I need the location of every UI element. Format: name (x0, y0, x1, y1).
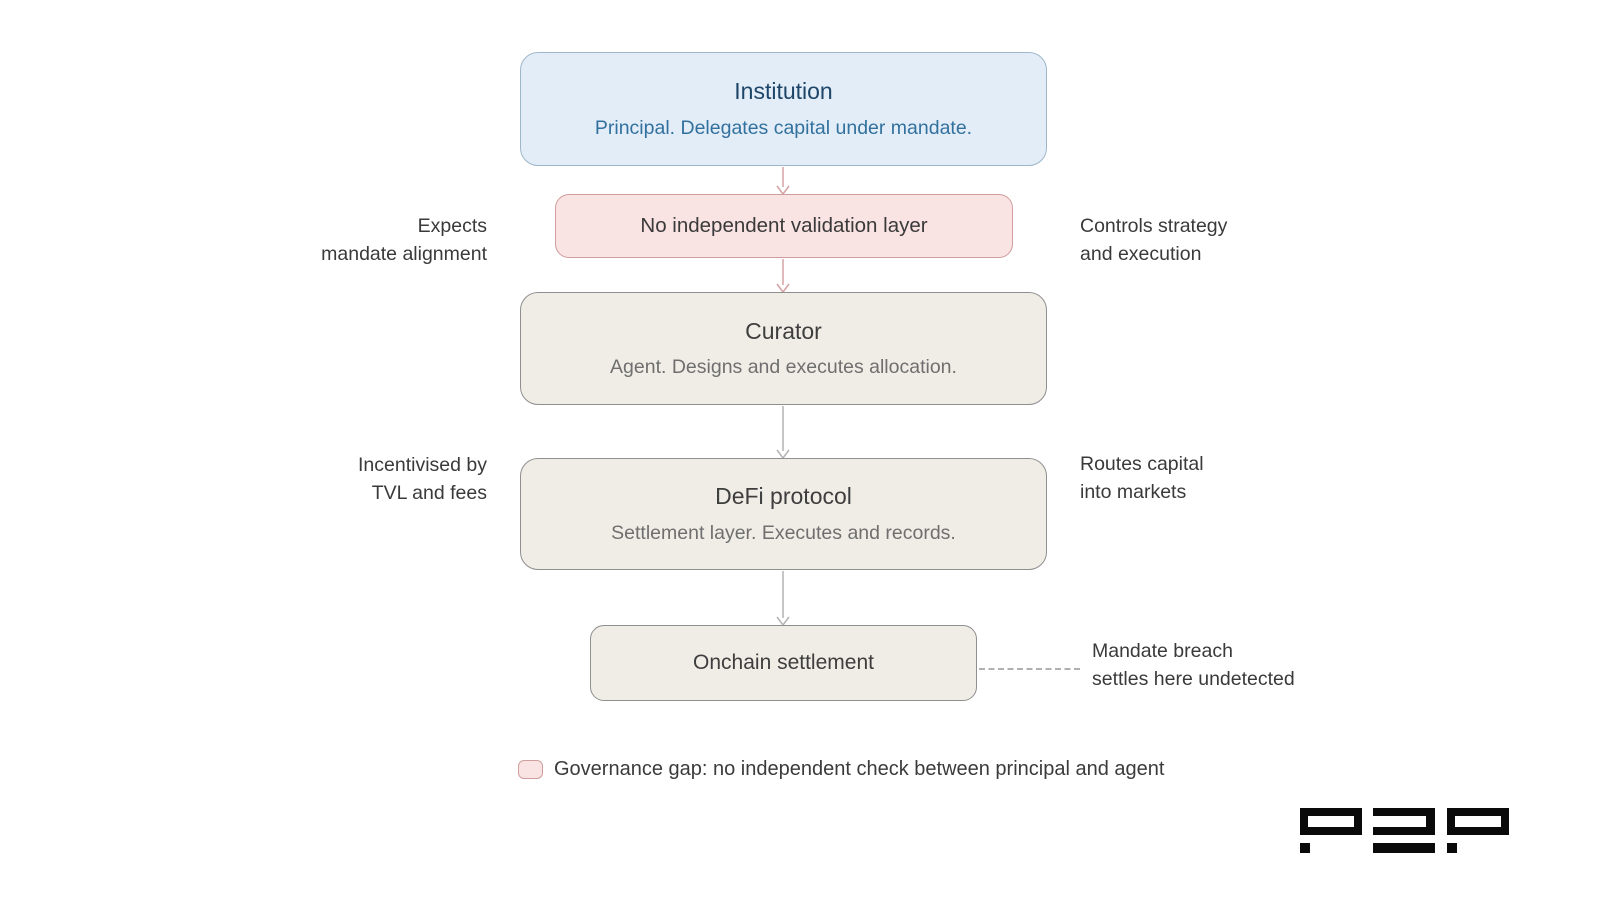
node-validation-gap: No independent validation layer (555, 194, 1013, 258)
label-breach-line1: Mandate breach (1092, 640, 1233, 662)
label-breach-line2: settles here undetected (1092, 668, 1295, 690)
label-incentivised-line1: Incentivised by (358, 454, 487, 476)
legend: Governance gap: no independent check bet… (518, 758, 1164, 781)
node-institution-title: Institution (734, 78, 833, 104)
node-defi-protocol-title: DeFi protocol (715, 483, 852, 509)
label-mandate-breach: Mandate breach settles here undetected (1092, 637, 1372, 693)
node-institution-subtitle: Principal. Delegates capital under manda… (594, 116, 973, 139)
logo-letter-p2-dot-icon (1447, 843, 1457, 853)
label-controls-strategy: Controls strategy and execution (1080, 212, 1340, 268)
label-routes-line1: Routes capital (1080, 453, 1204, 475)
node-onchain-settlement-title: Onchain settlement (693, 651, 874, 675)
dashed-connector-breach (979, 668, 1080, 670)
node-curator-title: Curator (745, 317, 822, 344)
logo-letter-p2-icon (1447, 808, 1509, 835)
node-curator-subtitle: Agent. Designs and executes allocation. (610, 356, 957, 379)
label-routes-line2: into markets (1080, 481, 1187, 503)
arrow-institution-to-validation (776, 167, 790, 195)
node-curator: Curator Agent. Designs and executes allo… (520, 292, 1047, 405)
label-incentivised-by-tvl: Incentivised by TVL and fees (240, 451, 487, 507)
node-onchain-settlement: Onchain settlement (590, 625, 977, 701)
legend-governance-gap-swatch (518, 760, 543, 779)
label-expects-line2: mandate alignment (321, 243, 487, 265)
label-controls-line1: Controls strategy (1080, 215, 1228, 237)
label-routes-capital: Routes capital into markets (1080, 450, 1340, 506)
label-controls-line2: and execution (1080, 243, 1202, 265)
legend-governance-gap-label: Governance gap: no independent check bet… (554, 758, 1165, 780)
logo-digit-2-top-icon (1373, 808, 1435, 835)
logo-letter-p1-dot-icon (1300, 843, 1310, 853)
node-institution: Institution Principal. Delegates capital… (520, 52, 1047, 166)
logo-letter-p1-icon (1300, 808, 1362, 835)
logo-p2p (1300, 808, 1509, 853)
label-expects-mandate-alignment: Expects mandate alignment (240, 212, 487, 268)
arrow-defi-to-onchain (776, 571, 790, 626)
arrow-validation-to-curator (776, 259, 790, 293)
logo-digit-2-bar-icon (1373, 843, 1435, 853)
node-defi-protocol: DeFi protocol Settlement layer. Executes… (520, 458, 1047, 570)
node-validation-gap-title: No independent validation layer (640, 213, 928, 237)
label-incentivised-line2: TVL and fees (371, 482, 487, 504)
label-expects-line1: Expects (417, 215, 487, 237)
arrow-curator-to-defi (776, 406, 790, 459)
node-defi-protocol-subtitle: Settlement layer. Executes and records. (611, 521, 956, 544)
